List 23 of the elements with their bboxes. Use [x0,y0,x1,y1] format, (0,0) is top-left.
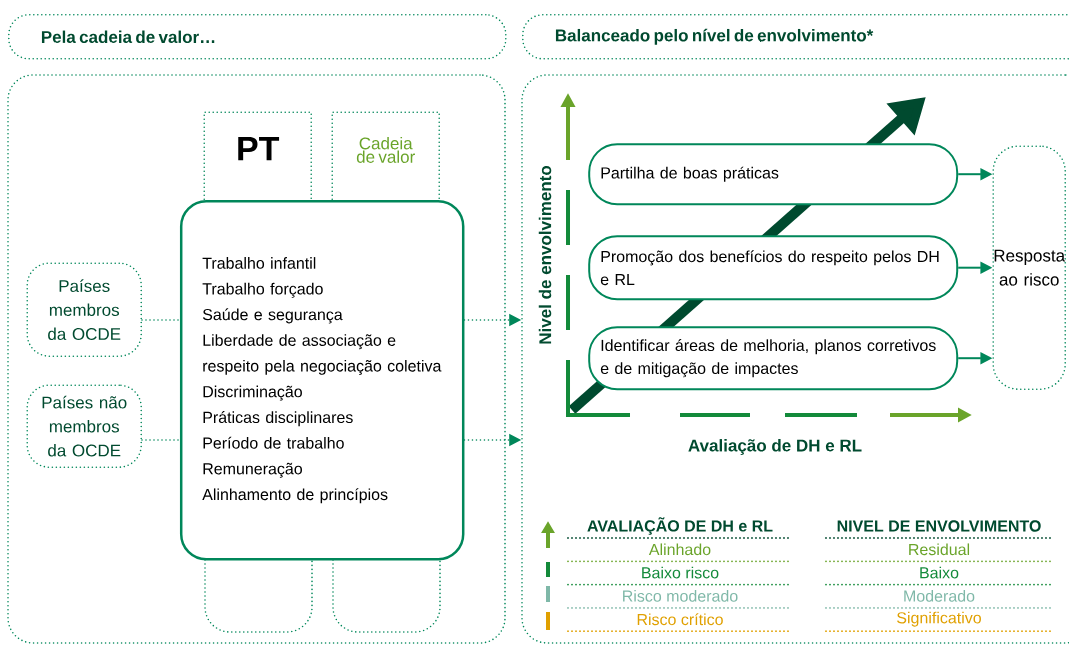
table-cell: Alinhado [648,543,711,556]
table-cell: Moderado [904,590,975,602]
region-box: Países membros da OCDE [26,262,142,357]
table-cell: NIVEL DE ENVOLVIMENTO [837,520,1041,532]
table-cell: AVALIAÇÃO DE DH e RL [587,517,773,535]
table-cell: Residual [909,543,970,556]
table-cell: Risco crítico [637,613,723,626]
topic-list-box: Trabalho infantil Trabalho forçado Saúde e segurança Liberdade de associação e respeito pela negociação coletiva Discriminação Práticas disciplinares Período de trabalho Remuneração Alinhamento de princípios [179,199,465,561]
table-cell: Significativo [897,611,981,627]
panel-background [521,74,1069,644]
panel-background [7,74,506,644]
axis-title: Nivel de envolvimento [538,165,552,344]
action-box: Partilha de boas práticas [588,143,959,206]
table-cell: Baixo [920,566,959,579]
table-cell: Risco moderado [623,590,738,602]
region-box: Países não membros da OCDE [26,384,142,468]
action-box: Promoção dos benefícios do respeito pelos DH e RL [588,235,959,301]
response-box: Resposta ao risco [992,145,1066,390]
header-box: Pela cadeia de valor… [8,14,507,60]
header-box: Balanceado pelo nível de envolvimento* [522,14,1069,60]
action-box: Identificar áreas de melhoria, planos corretivos e de mitigação de impactes [588,326,959,391]
table-cell: Baixo risco [642,566,719,579]
axis-title: Avaliação de DH e RL [688,439,862,455]
